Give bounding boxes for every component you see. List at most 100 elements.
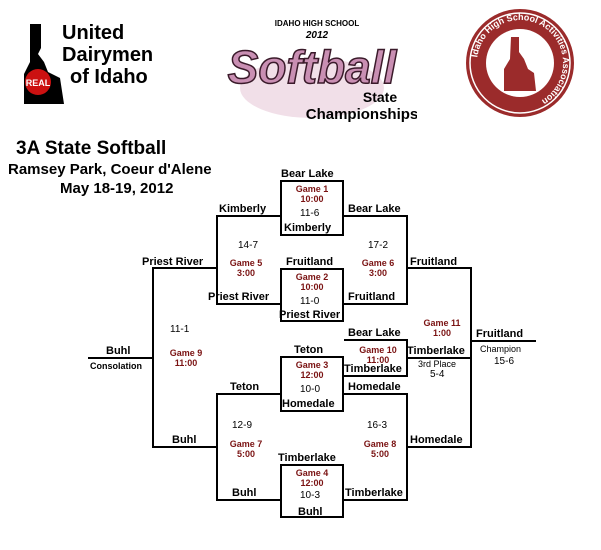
game-10-winner: Timberlake	[407, 345, 465, 357]
game-10-time: 11:00	[366, 355, 390, 365]
sponsor-line-1: United	[62, 22, 125, 44]
game-5-bottom-team: Priest River	[208, 291, 270, 303]
bracket-line	[216, 393, 218, 501]
bracket-line	[280, 180, 282, 236]
consolation-tag: Consolation	[90, 361, 142, 371]
bracket-line	[406, 393, 408, 501]
bracket-line	[280, 356, 344, 358]
bracket-line	[342, 268, 344, 322]
game-7-label: Game 7	[229, 439, 263, 449]
bracket-line	[472, 340, 536, 342]
third-place-tag: 3rd Place	[418, 359, 457, 369]
bracket-line	[406, 215, 408, 305]
game-11-top-team: Fruitland	[410, 256, 458, 268]
game-3-score: 10-0	[300, 384, 321, 395]
game-2-score: 11-0	[300, 296, 320, 307]
sponsor-line-2: Dairymen	[62, 44, 154, 66]
game-6-time: 3:00	[368, 268, 387, 278]
game-9-top-team: Priest River	[142, 256, 204, 268]
bracket-line	[152, 267, 154, 448]
game-9-score: 11-1	[170, 324, 190, 335]
game-5-label: Game 5	[229, 258, 263, 268]
bracket-line	[280, 464, 282, 518]
softball-icon	[240, 58, 384, 118]
game-2-top-team: Fruitland	[286, 256, 334, 268]
game-4-top-team: Timberlake	[278, 452, 336, 464]
game-9-winner: Buhl	[106, 345, 131, 357]
real-badge-text: REAL	[26, 78, 51, 88]
game-1-top-team: Bear Lake	[281, 168, 334, 180]
game-7-bottom-team: Buhl	[232, 487, 257, 499]
game-11-bottom-team: Homedale	[410, 434, 463, 446]
game-9-time: 11:00	[174, 358, 198, 368]
bracket-line	[280, 516, 344, 518]
bracket-line	[280, 268, 282, 322]
game-4-bottom-team: Buhl	[298, 506, 323, 518]
bracket-line	[216, 215, 280, 217]
bracket-line	[280, 180, 344, 182]
location: Ramsey Park, Coeur d'Alene	[8, 161, 212, 178]
logo-word: Softball	[228, 41, 398, 93]
champion-name: Fruitland	[476, 328, 524, 340]
game-8-label: Game 8	[363, 439, 397, 449]
logo-year: 2012	[305, 30, 329, 41]
bracket-line	[216, 393, 280, 395]
game-8-time: 5:00	[370, 449, 389, 459]
champion-tag: Champion	[480, 344, 522, 354]
idaho-state-icon	[504, 37, 536, 91]
game-6-top-team: Bear Lake	[348, 203, 401, 215]
game-10-label: Game 10	[359, 345, 397, 355]
bracket-line	[216, 303, 280, 305]
logo-top-text: IDAHO HIGH SCHOOL	[275, 19, 360, 28]
game-10-top-team: Bear Lake	[348, 327, 401, 339]
game-9-bottom-team: Buhl	[172, 434, 197, 446]
game-8-score: 16-3	[367, 420, 388, 431]
game-7-score: 12-9	[232, 420, 253, 431]
game-1-time: 10:00	[300, 194, 324, 204]
game-11-label: Game 11	[423, 318, 461, 328]
game-6-bottom-team: Fruitland	[348, 291, 396, 303]
bracket-line	[280, 320, 344, 322]
bracket-line	[344, 375, 408, 377]
game-10-score: 5-4	[430, 369, 445, 380]
bracket-line	[408, 267, 472, 269]
bracket-line	[344, 339, 408, 341]
sponsor-logo: REAL United Dairymen of Idaho	[8, 22, 168, 107]
idaho-state-icon: REAL	[24, 24, 64, 104]
bracket-line	[470, 267, 472, 448]
game-6-label: Game 6	[361, 258, 395, 268]
sponsor-line-3: of Idaho	[70, 66, 148, 88]
bracket-line	[280, 234, 344, 236]
bracket-line	[280, 410, 344, 412]
game-1-bottom-team: Kimberly	[284, 222, 332, 234]
logo-sub2: Championships	[306, 106, 417, 123]
bracket-line	[342, 180, 344, 236]
bracket-line	[344, 303, 408, 305]
logo-sub1: State	[363, 89, 397, 105]
game-5-top-team: Kimberly	[219, 203, 267, 215]
bracket-line	[216, 215, 218, 305]
bracket-line	[280, 464, 344, 466]
bracket-line	[344, 215, 408, 217]
bracket-line	[406, 357, 470, 359]
game-4-time: 12:00	[300, 478, 324, 488]
bracket-line	[280, 356, 282, 412]
game-10-bottom-team: Timberlake	[344, 363, 402, 375]
game-1-label: Game 1	[295, 184, 329, 194]
bracket-line	[152, 446, 216, 448]
game-3-top-team: Teton	[294, 344, 324, 356]
game-8-top-team: Homedale	[348, 381, 401, 393]
game-3-time: 12:00	[300, 370, 324, 380]
game-5-score: 14-7	[238, 240, 259, 251]
game-11-time: 1:00	[432, 328, 451, 338]
game-4-score: 10-3	[300, 490, 321, 501]
championship-logo: IDAHO HIGH SCHOOL 2012 Softball State Ch…	[222, 8, 418, 123]
game-3-bottom-team: Homedale	[282, 398, 335, 410]
bracket-line	[342, 464, 344, 518]
ihsaa-seal: Idaho High School Activities Association	[464, 7, 576, 119]
game-1-score: 11-6	[300, 208, 320, 219]
game-11-score: 15-6	[494, 356, 515, 367]
bracket-line	[344, 499, 408, 501]
bracket-line	[152, 267, 216, 269]
game-8-bottom-team: Timberlake	[345, 487, 403, 499]
